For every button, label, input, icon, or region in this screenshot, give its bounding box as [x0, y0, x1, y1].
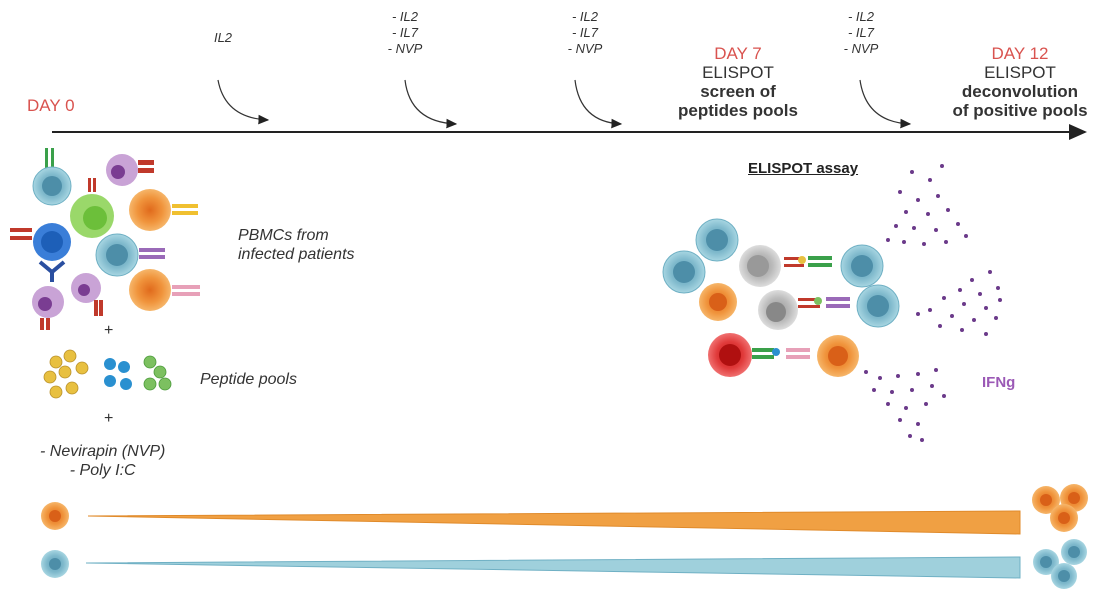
plus-sign-1: +	[104, 322, 114, 339]
expansion-bars	[41, 484, 1088, 589]
step4-line3: - NVP	[843, 41, 879, 56]
treatment-line2: - Poly I:C	[69, 462, 136, 479]
elispot-cells-illustration	[662, 218, 900, 377]
treatment-line1: - Nevirapin (NVP)	[40, 443, 166, 460]
step4-cytokines: - IL2 - IL7 - NVP	[836, 9, 886, 57]
step3-line2: - IL7	[571, 25, 598, 40]
step4-line1: - IL2	[847, 9, 874, 24]
orange-cell-cluster-icon	[1032, 484, 1088, 532]
treatment-label: - Nevirapin (NVP) - Poly I:C	[40, 442, 165, 480]
peptide-pools-illustration	[43, 349, 172, 399]
step2-cytokines: - IL2 - IL7 - NVP	[380, 9, 430, 57]
day7-block: DAY 7 ELISPOT screen of peptides pools	[668, 44, 808, 120]
day12-line2: deconvolution	[961, 82, 1079, 101]
peptide-pools-label: Peptide pools	[200, 371, 297, 388]
plus-sign-2: +	[104, 410, 114, 427]
ifng-label: IFNg	[982, 374, 1016, 391]
elispot-assay-title: ELISPOT assay	[748, 160, 859, 177]
pbmc-label-line2: infected patients	[238, 246, 355, 263]
step1-line1: IL2	[213, 30, 233, 45]
pbmc-label: PBMCs from infected patients	[238, 226, 355, 264]
orange-expansion-wedge	[87, 510, 1021, 535]
ifng-dot-clouds	[864, 164, 1002, 442]
day12-label: DAY 12	[991, 44, 1049, 63]
blue-expansion-wedge	[85, 556, 1021, 579]
day12-block: DAY 12 ELISPOT deconvolution of positive…	[940, 44, 1100, 120]
step2-line3: - NVP	[387, 41, 423, 56]
blue-cell-cluster-icon	[1033, 539, 1087, 589]
step3-line3: - NVP	[567, 41, 603, 56]
step2-line1: - IL2	[391, 9, 418, 24]
step2-line2: - IL7	[391, 25, 418, 40]
day7-line1: ELISPOT	[702, 63, 774, 82]
pbmc-cluster-illustration	[10, 148, 200, 330]
day7-line3: peptides pools	[678, 101, 798, 120]
day7-label: DAY 7	[714, 44, 762, 63]
step1-cytokines: IL2	[205, 30, 241, 46]
day7-line2: screen of	[700, 82, 776, 101]
step3-line1: - IL2	[571, 9, 598, 24]
step-arrows	[217, 79, 912, 129]
day12-line3: of positive pools	[952, 101, 1088, 120]
pbmc-label-line1: PBMCs from	[238, 227, 329, 244]
day12-line1: ELISPOT	[984, 63, 1056, 82]
step3-cytokines: - IL2 - IL7 - NVP	[560, 9, 610, 57]
step4-line2: - IL7	[847, 25, 874, 40]
day0-label: DAY 0	[27, 96, 75, 115]
